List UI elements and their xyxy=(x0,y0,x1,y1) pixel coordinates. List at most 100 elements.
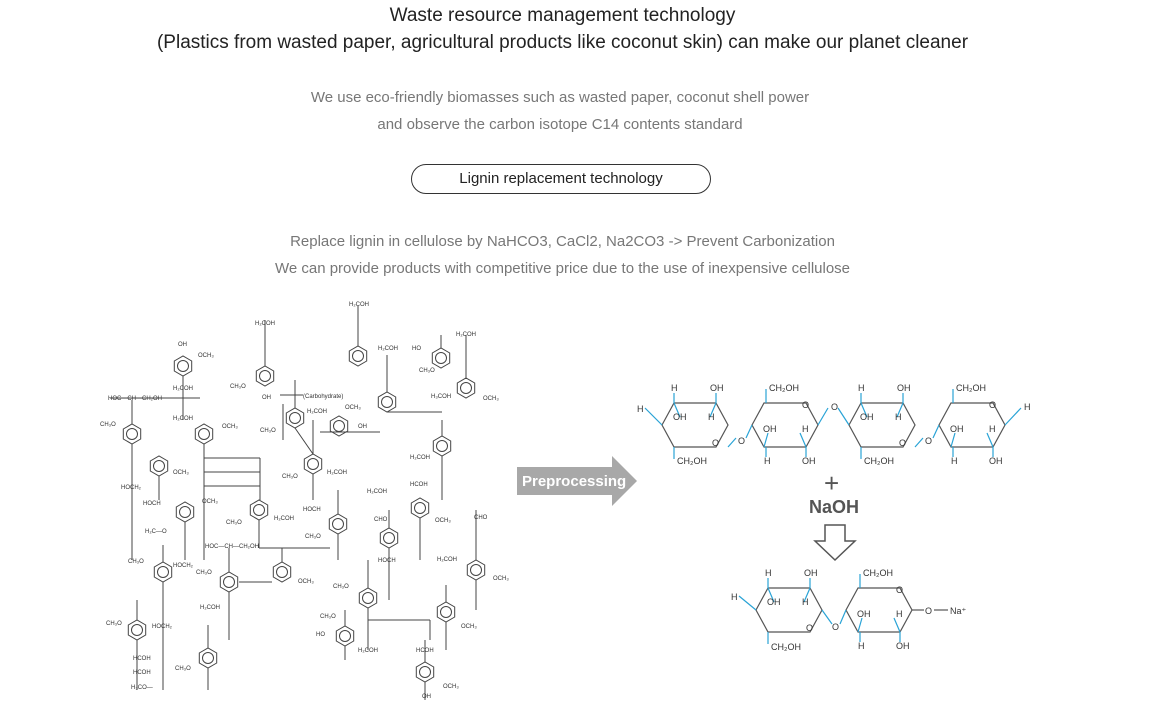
ring-outline xyxy=(153,561,173,583)
benzene-ring xyxy=(432,435,452,457)
atom-label: O xyxy=(806,623,813,633)
lignin-group-label: HOCH xyxy=(378,558,396,564)
lignin-group-label: H₂COH xyxy=(327,470,347,476)
atom-label: OH xyxy=(860,412,874,422)
ring-aromatic-circle xyxy=(131,624,143,636)
benzene-ring xyxy=(329,415,349,437)
ring-outline xyxy=(335,625,355,647)
arrow-shape xyxy=(517,456,637,506)
ring-aromatic-circle xyxy=(126,428,138,440)
lignin-group-label: H₂COH xyxy=(200,605,220,611)
lignin-group-label: H₂COH xyxy=(378,346,398,352)
lignin-group-label: H₂COH xyxy=(358,648,378,654)
ring-aromatic-circle xyxy=(276,566,288,578)
ring-outline xyxy=(379,527,399,549)
ring-aromatic-circle xyxy=(289,412,301,424)
lignin-group-label: HOC—CH—CH₂OH xyxy=(108,396,162,402)
lignin-group-label: OCH₃ xyxy=(443,684,459,690)
ring-outline xyxy=(272,561,292,583)
benzene-ring xyxy=(377,391,397,413)
lignin-structure xyxy=(110,306,486,700)
bond-line xyxy=(857,617,863,633)
bond-line xyxy=(896,402,904,418)
lignin-group-label: OH xyxy=(422,694,431,700)
benzene-ring xyxy=(198,647,218,669)
ring-aromatic-circle xyxy=(419,666,431,678)
atom-label: H xyxy=(858,383,865,393)
ring-aromatic-circle xyxy=(362,592,374,604)
naoh-label: NaOH xyxy=(809,497,859,517)
benzene-ring xyxy=(173,355,193,377)
benzene-ring xyxy=(379,527,399,549)
atom-label: H xyxy=(896,609,903,619)
atom-label: O xyxy=(832,622,839,632)
benzene-ring xyxy=(194,423,214,445)
benzene-ring xyxy=(255,365,275,387)
ring-outline xyxy=(173,355,193,377)
atom-label: O xyxy=(925,436,932,446)
benzene-ring xyxy=(466,559,486,581)
bond-line xyxy=(1004,407,1022,426)
atom-label: CH₂OH xyxy=(677,456,707,466)
atom-label: OH xyxy=(710,383,724,393)
lignin-group-label: H₂COH xyxy=(437,557,457,563)
benzene-ring xyxy=(328,513,348,535)
benzene-ring xyxy=(456,377,476,399)
lignin-group-label: OCH₃ xyxy=(173,470,189,476)
ring-aromatic-circle xyxy=(470,564,482,576)
atom-label: OH xyxy=(767,597,781,607)
ring-aromatic-circle xyxy=(383,532,395,544)
lignin-group-label: CH₃O xyxy=(333,584,349,590)
lignin-group-label: OH xyxy=(358,424,367,430)
atom-label: H xyxy=(671,383,678,393)
atom-label: OH xyxy=(857,609,871,619)
bond-line xyxy=(817,407,829,426)
benzene-ring xyxy=(431,347,451,369)
ring-outline xyxy=(122,423,142,445)
ring-outline xyxy=(285,407,305,429)
lignin-group-label: H₂COH xyxy=(349,302,369,308)
ring-outline xyxy=(194,423,214,445)
lignin-group-label: HOCH₂ xyxy=(173,563,194,569)
bond-line xyxy=(950,432,956,448)
lignin-group-label: OCH₃ xyxy=(493,576,509,582)
atom-label: O xyxy=(899,438,906,448)
atom-label: H xyxy=(802,424,809,434)
lignin-group-label: OH xyxy=(178,342,187,348)
lignin-group-label: CHO xyxy=(474,515,488,521)
lignin-group-label: CH₃O xyxy=(106,621,122,627)
ring-outline xyxy=(328,513,348,535)
lignin-replacement-button[interactable]: Lignin replacement technology xyxy=(411,164,711,194)
atom-label: H xyxy=(765,568,772,578)
ring-outline xyxy=(249,499,269,521)
lignin-group-label: CH₃O xyxy=(419,368,435,374)
ring-aromatic-circle xyxy=(253,504,265,516)
lignin-group-label: HOCH xyxy=(143,501,161,507)
lignin-group-label: H₃COH xyxy=(431,394,451,400)
benzene-ring xyxy=(122,423,142,445)
benzene-ring xyxy=(127,619,147,641)
ring-aromatic-circle xyxy=(202,652,214,664)
bond-line xyxy=(294,427,314,455)
atom-label: CH₂OH xyxy=(771,642,801,652)
atom-label: Na⁺ xyxy=(950,606,967,616)
ring-outline xyxy=(415,661,435,683)
lignin-group-label: HOCH xyxy=(303,507,321,513)
lignin-group-label: H₂COH xyxy=(255,321,275,327)
atom-label: O xyxy=(802,400,809,410)
ring-outline xyxy=(198,647,218,669)
atom-label: H xyxy=(802,597,809,607)
lignin-group-label: CH₃O xyxy=(226,520,242,526)
ring-outline xyxy=(329,415,349,437)
benzene-ring xyxy=(219,571,239,593)
ring-outline xyxy=(127,619,147,641)
atom-label: H xyxy=(731,592,738,602)
title-line-1: Waste resource management technology xyxy=(389,5,736,26)
lignin-group-label: H₂COH xyxy=(456,332,476,338)
atom-label: H xyxy=(895,412,902,422)
lignin-group-label: HCOH xyxy=(133,670,151,676)
ring-outline xyxy=(456,377,476,399)
ring-aromatic-circle xyxy=(333,420,345,432)
lignin-group-label: OCH₃ xyxy=(461,624,477,630)
bond-line xyxy=(799,432,807,448)
